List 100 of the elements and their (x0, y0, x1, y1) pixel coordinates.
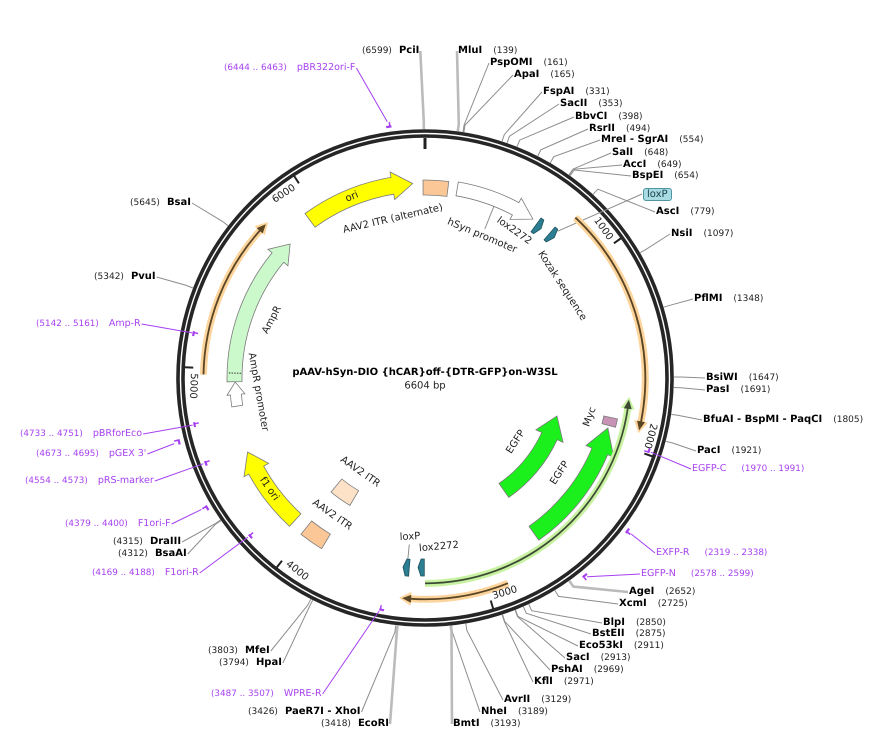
leader-line (586, 574, 640, 578)
site-position: (649) (657, 159, 682, 170)
site-position: (398) (618, 111, 643, 123)
leader-line (640, 234, 670, 254)
enzyme-name: SacI (566, 652, 590, 664)
primer-name: WPRE-R (284, 688, 322, 700)
enzyme-name: AvrII (504, 694, 530, 706)
leader-line (141, 324, 193, 334)
leader-line (570, 169, 632, 176)
primer-name: EGFP-C (692, 463, 726, 475)
feature-label: AmpR promoter (246, 352, 270, 432)
primer-range: (4169 .. 4188) (92, 567, 155, 579)
site-position: (494) (626, 123, 650, 134)
leader-line (199, 536, 248, 574)
leader-line (407, 544, 410, 560)
site-position: (1097) (703, 228, 734, 240)
primer-name: pRS-marker (98, 475, 154, 487)
site-position: (1647) (748, 372, 779, 384)
site-position: (3193) (490, 718, 520, 730)
enzyme-name: NsiI (671, 228, 692, 240)
feature-label: loxP (399, 530, 421, 544)
enzyme-name: Eco53kI (579, 640, 623, 652)
enzyme-name: PasI (706, 384, 730, 396)
leader-line (419, 50, 426, 129)
leader-line (356, 68, 388, 122)
site-position: (779) (690, 206, 715, 218)
leader-line (554, 590, 618, 604)
leader-line (463, 74, 514, 133)
primer-range: (4733 .. 4751) (20, 428, 83, 440)
enzyme-name: PciI (398, 45, 420, 57)
site-position: (6599) (362, 45, 392, 57)
enzyme-name: BsiWI (706, 372, 738, 384)
primer-name: EGFP-N (641, 568, 676, 580)
scale-label: 5000 (187, 372, 200, 399)
scale-label: 3000 (492, 584, 520, 602)
site-position: (5645) (130, 197, 160, 209)
primer-range: (5142 .. 5161) (36, 318, 99, 330)
enzyme-name: XcmI (619, 598, 647, 610)
leader-line (388, 625, 399, 724)
enzyme-name: BsaI (166, 197, 191, 209)
site-position: (4312) (118, 548, 148, 560)
enzyme-name: AgeI (629, 586, 654, 598)
site-position: (2971) (564, 676, 594, 688)
site-position: (654) (674, 170, 698, 182)
enzyme-name: PacI (697, 445, 720, 457)
leader-line (673, 387, 706, 390)
leader-line (537, 128, 588, 156)
feature-label: f1 ori (257, 475, 281, 503)
enzyme-name: BmtI (453, 718, 480, 730)
enzyme-name: HpaI (256, 657, 282, 669)
site-position: (5342) (94, 271, 124, 283)
primer-range: (4673 .. 4695) (36, 448, 99, 460)
enzyme-name: PspOMI (490, 57, 532, 69)
leader-line (270, 598, 312, 652)
leader-line (465, 623, 504, 700)
site-position: (2875) (636, 628, 666, 640)
enzyme-name: BbvCI (575, 111, 608, 123)
enzyme-name: PaeR7I - XhoI (284, 706, 360, 718)
leader-line (522, 606, 592, 634)
leader-line (506, 104, 560, 144)
primer-name: F1ori-F (138, 518, 171, 530)
leader-line (361, 624, 396, 712)
enzyme-name: BfuAI - BspMI - PaqCI (703, 414, 822, 426)
feature-label: Myc (581, 406, 599, 428)
site-position: (3129) (541, 694, 572, 706)
site-position: (2911) (634, 640, 664, 652)
map-title: pAAV-hSyn-DIO {hCAR}off-{DTR-GFP}on-W3SL (292, 367, 558, 379)
primer-range: (4554 .. 4573) (25, 475, 88, 487)
leader-line (528, 604, 602, 624)
enzyme-name: BspEI (632, 170, 664, 182)
primer-name: EXFP-R (656, 547, 690, 559)
enzyme-name: SacII (560, 98, 588, 110)
leader-line (592, 188, 656, 212)
enzyme-name: PvuI (130, 271, 156, 283)
feature-tag: loxP (643, 188, 672, 200)
leader-line (282, 600, 314, 664)
site-position: (1348) (733, 293, 764, 305)
leader-line (550, 140, 600, 164)
enzyme-name: SalI (612, 147, 634, 159)
leader-line (514, 610, 566, 658)
enzyme-name: EcoRI (358, 718, 389, 730)
scale-label: 2000 (640, 422, 658, 450)
enzyme-name: RsrII (589, 123, 616, 134)
enzyme-name: BlpI (603, 617, 625, 628)
site-position: (161) (543, 57, 568, 69)
site-position: (139) (493, 45, 518, 57)
site-position: (3426) (248, 706, 278, 718)
enzyme-name: KflI (534, 676, 553, 688)
leader-line (515, 610, 578, 646)
site-position: (3418) (321, 718, 351, 730)
leader-line (187, 520, 222, 554)
primer-name: pGEX 3' (108, 448, 146, 460)
feature-label: lox2272 (418, 540, 460, 554)
primer-name: pBR322ori-F (296, 62, 356, 74)
site-position: (165) (550, 69, 575, 81)
leader-line (670, 414, 702, 420)
enzyme-name: NheI (481, 706, 507, 718)
enzyme-name: AscI (656, 206, 680, 218)
primer-name: Amp-R (108, 318, 141, 330)
leader-line (568, 580, 628, 594)
